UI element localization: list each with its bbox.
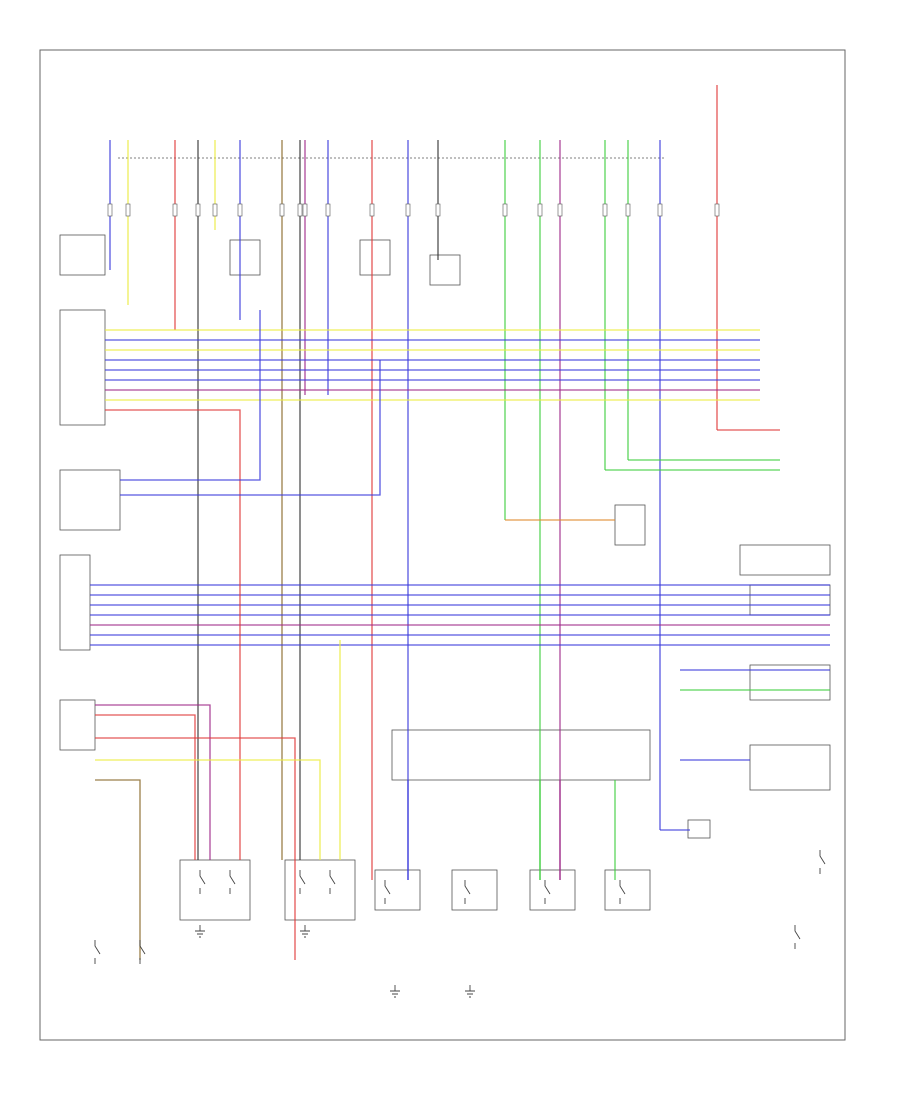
switch-icon (819, 850, 826, 874)
ground-icon (300, 925, 310, 938)
switch-icon (299, 870, 306, 894)
right-switch-box-4 (749, 744, 831, 791)
actuator-box-1 (374, 869, 421, 911)
switch-icon (794, 925, 801, 949)
switch-icon (139, 940, 146, 964)
relay-box-a (229, 239, 261, 276)
switch-icon (619, 880, 626, 904)
connector-icon (297, 203, 303, 217)
connector-icon (237, 203, 243, 217)
connector-icon (195, 203, 201, 217)
symbol-layer (94, 203, 826, 998)
connector-box-right (687, 819, 711, 839)
relay-box-b (359, 239, 391, 276)
switch-icon (464, 880, 471, 904)
switch-icon (544, 880, 551, 904)
ground-icon (465, 985, 475, 998)
ground-icon (390, 985, 400, 998)
connector-icon (405, 203, 411, 217)
actuator-box-2 (451, 869, 498, 911)
switch-icon (94, 940, 101, 964)
connector-icon (107, 203, 113, 217)
connector-icon (302, 203, 308, 217)
ground-icon (195, 925, 205, 938)
red-wire-35 (105, 409, 241, 860)
connector-block-left (59, 309, 106, 426)
master-switch-box (59, 554, 91, 651)
central-ecu-box (391, 729, 651, 781)
connector-icon (369, 203, 375, 217)
connector-icon (279, 203, 285, 217)
wire-layer (90, 85, 830, 960)
switch-icon (384, 880, 391, 904)
actuator-box-4 (604, 869, 651, 911)
connector-icon (557, 203, 563, 217)
connector-icon (714, 203, 720, 217)
connector-icon (602, 203, 608, 217)
left-door-motor-box (179, 859, 251, 921)
right-switch-box-1 (739, 544, 831, 576)
switch-icon (199, 870, 206, 894)
right-switch-box-2 (749, 584, 831, 616)
connector-icon (625, 203, 631, 217)
connector-icon (172, 203, 178, 217)
relay-box-c (429, 254, 461, 286)
buzzer-box (614, 504, 646, 546)
switch-icon (329, 870, 336, 894)
blue-wire-36 (120, 310, 261, 481)
right-switch-box-3 (749, 664, 831, 701)
connector-icon (325, 203, 331, 217)
connector-icon (435, 203, 441, 217)
connector-icon (125, 203, 131, 217)
switch-icon (229, 870, 236, 894)
blue-wire-37 (120, 360, 381, 496)
connector-icon (537, 203, 543, 217)
left-mirror-switch-box (59, 469, 121, 531)
brown-wire-42 (95, 779, 141, 960)
diagram-frame (39, 49, 846, 1041)
purple-wire-39 (95, 704, 211, 860)
actuator-box-3 (529, 869, 576, 911)
yellow-wire-41 (95, 759, 321, 860)
connector-icon (212, 203, 218, 217)
red-wire-38 (95, 714, 196, 860)
junction-block-left (59, 234, 106, 276)
red-wire-40 (95, 737, 296, 960)
connector-icon (657, 203, 663, 217)
combination-meter-box (59, 699, 96, 751)
connector-icon (502, 203, 508, 217)
